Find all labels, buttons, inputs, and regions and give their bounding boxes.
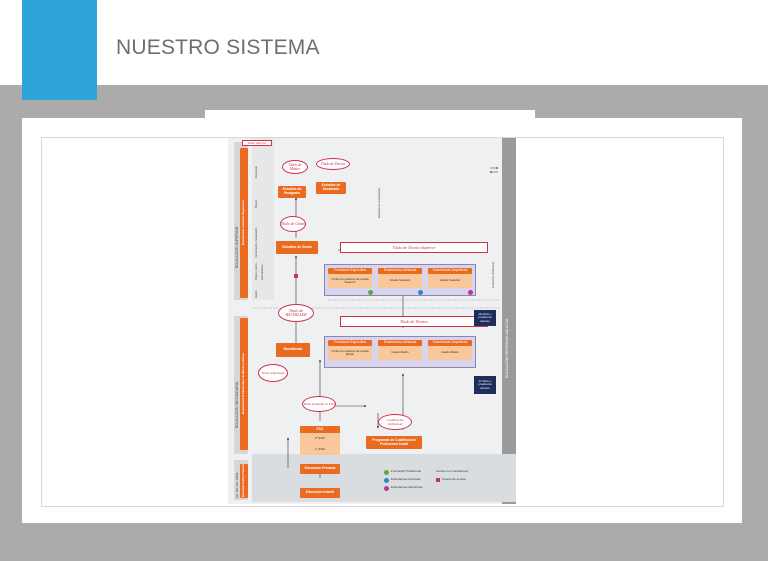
page-title: NUESTRO SISTEMA [116,36,320,59]
legend-dep-icon [384,486,389,491]
musica-label: Música y danza [255,263,258,280]
legend-prueba-icon [436,478,440,482]
upper-dep-body: Grado Superior [428,274,472,288]
titulo-doctor: Título de Doctor [316,158,350,170]
slide-notch [205,110,535,122]
stage-basica-label: ED. INF. ED. PRIM [235,472,239,498]
fp-side-label: Formación Profesional [492,262,495,288]
box-eso-1: 1º ESO [300,444,340,455]
header-band [0,0,768,85]
universitarias-label: Enseñanzas universitarias [378,187,381,218]
master-label: Máster [255,200,258,208]
box-infantil: Educación Infantil [300,488,340,498]
box-grado: Estudios de Grado [276,241,318,254]
box-primaria: Educación Primaria [300,464,340,474]
stage-secundaria-label: EDUCACIÓN SECUNDARIA [235,381,239,428]
titulo-tecnico: Título de Técnico [340,316,488,327]
box-eso: ESO [300,426,340,433]
access-upper: 19 años + prueba de acceso [474,310,496,326]
legend-fp: Formación Profesional [391,469,422,473]
titulo-cualificacion: Cualificación profesional [378,414,412,430]
dep-dot [468,290,473,295]
titulo-tecnico-superior: Título de Técnico Superior [340,242,488,253]
prim-inf-bar: Educación Infantil y Primaria [240,464,248,498]
upper-art-body: Grado Superior [378,274,422,288]
legend-acceso: Acceso con condiciones [436,469,469,473]
art-dot [418,290,423,295]
artisticas-superiores-bar: Enseñanzas Artísticas Superiores [240,148,248,298]
conserv-label: Conservación y restauración [255,227,258,258]
stage-superior-label: EDUCACIÓN SUPERIOR [235,226,239,268]
lower-fp-body: Ciclos Formativos de Grado Medio [328,346,372,360]
plastica-label: Artes plásticas [261,264,264,280]
box-doctorado: Estudios de Doctorado [316,182,346,194]
stage-adultos-label: EDUCACIÓN PERSONAS ADULTAS [505,318,509,378]
legend-prueba: Prueba de acceso [442,477,467,481]
education-system-diagram: EDUCACIÓN SUPERIOR EDUCACIÓN SECUNDARIA … [228,138,516,504]
lower-fp-head: Formación Específica [328,340,372,346]
box-postgrado: Estudios de Postgrado [278,186,306,198]
diseno-label: Diseño [255,290,258,298]
titulo-grado: Título de Grado [280,216,306,232]
fp-dot [368,290,373,295]
lower-dep-head: Enseñanzas Deportivas [428,340,472,346]
titulo-master: Título de Máster [282,160,308,174]
upper-fp-body: Ciclos Formativos de Grado Superior [328,274,372,288]
upper-art-head: Enseñanzas Artísticas [378,268,422,274]
accent-block [22,0,97,100]
titulo-graduado-eso: Título graduado en ESO [302,396,336,412]
lower-dep-body: Grado Medio [428,346,472,360]
upper-fp-head: Formación Específica [328,268,372,274]
lower-art-body: Grado Medio [378,346,422,360]
prueba-acceso-icon [294,274,298,278]
access-lower: 17 años + prueba de acceso [474,376,496,394]
lower-art-head: Enseñanzas Artísticas [378,340,422,346]
legend-art-icon [384,478,389,483]
titulo-bachiller: Título de BACHILLER [278,304,314,322]
legend-dep: Enseñanzas Deportivas [391,485,423,489]
upper-dep-head: Enseñanzas Deportivas [428,268,472,274]
titulo-profesional: Título profesional [258,364,288,382]
legend-art: Enseñanzas Artísticas [391,477,421,481]
doctorado-label: Doctorado [255,166,258,178]
box-eso-2: 2º ESO [300,433,340,444]
box-bachillerato: Bachillerato [276,343,310,357]
box-pcpi: Programas de Cualificación Profesional I… [366,436,422,449]
titulo-superior: Título superior [242,140,272,146]
legend-fp-icon [384,470,389,475]
artisticas-prof-bar: Enseñanzas Profesionales de Música y Dan… [240,318,248,450]
